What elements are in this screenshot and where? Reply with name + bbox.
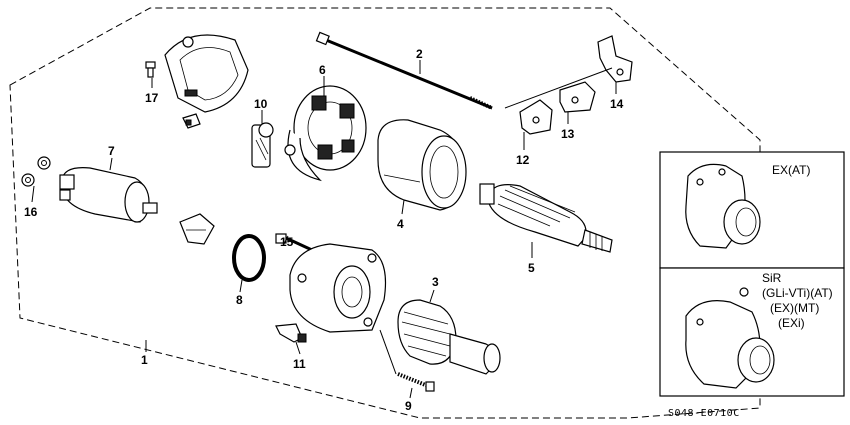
callout-15: 15 [280,235,294,249]
part-6-brush-holder [284,85,367,182]
callout-9: 9 [405,399,412,413]
rear-cover [164,34,249,113]
part-16-nuts [21,156,51,187]
callout-3: 3 [432,275,439,289]
callout-17: 17 [145,91,159,105]
shift-lever [179,213,215,245]
inset-bottom-line1: SiR [762,271,782,285]
callout-8: 8 [236,293,243,307]
callout-16: 16 [24,205,38,219]
part-11-clip [275,323,307,343]
part-9-bolt [397,372,435,392]
leader-lines [31,60,617,399]
drive-end-housing [289,243,387,333]
part-12-bracket [519,99,553,135]
inset-bottom-line3: (EX)(MT) [770,301,819,315]
part-4-yoke [377,119,467,211]
assembly-boundary [9,7,761,419]
callout-5: 5 [528,261,535,275]
part-15-bolt [275,233,313,252]
part-8-o-ring [232,234,266,282]
part-14-bracket [597,35,633,83]
callout-13: 13 [561,127,575,141]
part-5-armature [479,183,613,253]
part-2-through-bolt [315,31,493,110]
part-7-solenoid [59,167,158,223]
callout-1: 1 [141,353,148,367]
part-3-clutch [397,299,501,375]
small-clip [182,113,201,129]
callout-4: 4 [397,217,404,231]
callout-6: 6 [319,63,326,77]
callout-10: 10 [254,97,268,111]
diagram-code: S048-E0710C [668,408,740,419]
part-10-brush [251,122,274,168]
part-13-bracket [559,81,596,113]
inset-bottom-line2: (GLi-VTi)(AT) [762,286,833,300]
inset-bottom: SiR (GLi-VTi)(AT) (EX)(MT) (EXi) [659,267,845,397]
callout-14: 14 [610,97,624,111]
part-17-bolt [145,61,156,78]
callout-12: 12 [516,153,530,167]
inset-top-label: EX(AT) [772,163,810,177]
inset-bottom-line4: (EXi) [778,316,805,330]
inset-top: EX(AT) [659,151,845,269]
callout-11: 11 [293,357,306,371]
callout-7: 7 [108,144,115,158]
callout-2: 2 [416,47,423,61]
